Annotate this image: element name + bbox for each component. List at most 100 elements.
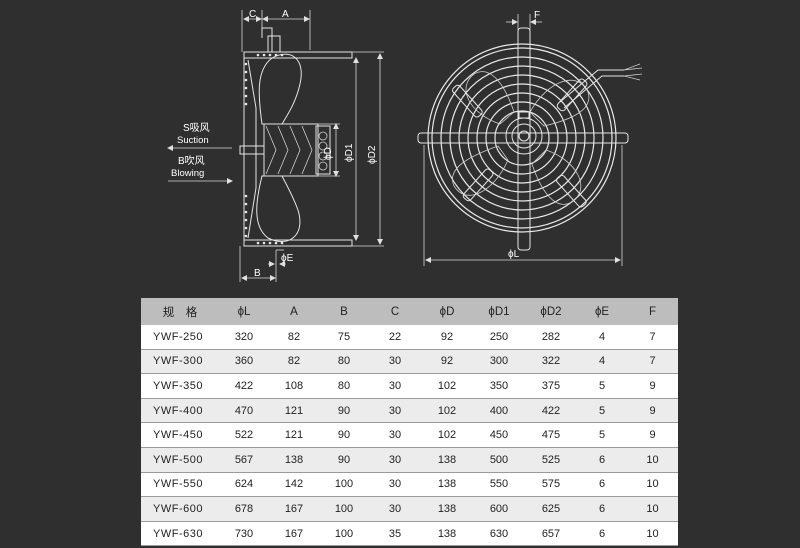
wire-guard <box>427 43 617 233</box>
cell-phi-e: 4 <box>577 349 627 375</box>
cell-b: 80 <box>319 349 369 375</box>
guard-rivets <box>244 53 284 245</box>
cell-phi-d2: 657 <box>525 521 577 547</box>
blowing-en-label: Blowing <box>171 168 204 179</box>
cell-a: 121 <box>269 422 319 448</box>
technical-drawing: C A <box>167 9 643 282</box>
cell-phi-d2: 575 <box>525 472 577 498</box>
cell-c: 30 <box>369 373 421 399</box>
cell-phi-d1: 450 <box>473 422 525 448</box>
blowing-cn-label: B吹风 <box>178 154 205 167</box>
header-phi-e: ϕE <box>577 298 627 325</box>
cell-f: 7 <box>627 325 678 350</box>
cell-phi-d: 102 <box>421 422 473 448</box>
cell-a: 167 <box>269 521 319 547</box>
cell-c: 22 <box>369 325 421 350</box>
cell-phi-e: 5 <box>577 373 627 399</box>
front-blade-3 <box>452 145 509 196</box>
cell-phi-d1: 300 <box>473 349 525 375</box>
cell-phi-d: 138 <box>421 521 473 547</box>
cell-c: 30 <box>369 496 421 522</box>
header-b: B <box>319 298 369 325</box>
header-phi-d1: ϕD1 <box>473 298 525 325</box>
header-phi-d: ϕD <box>421 298 473 325</box>
header-phi-l: ϕL <box>219 298 269 325</box>
cell-phi-l: 522 <box>219 422 269 448</box>
cell-phi-d1: 400 <box>473 398 525 424</box>
cell-phi-l: 320 <box>219 325 269 350</box>
cell-f: 9 <box>627 373 678 399</box>
cell-c: 30 <box>369 422 421 448</box>
cell-f: 9 <box>627 398 678 424</box>
cell-b: 90 <box>319 447 369 473</box>
blade-top <box>258 53 302 125</box>
power-cable <box>559 69 624 109</box>
cell-b: 90 <box>319 398 369 424</box>
dim-phi-l-label: ϕL <box>508 249 520 260</box>
cell-b: 100 <box>319 496 369 522</box>
cell-phi-d2: 475 <box>525 422 577 448</box>
cell-phi-e: 4 <box>577 325 627 350</box>
cell-a: 138 <box>269 447 319 473</box>
cell-phi-e: 5 <box>577 398 627 424</box>
cell-f: 10 <box>627 472 678 498</box>
header-a: A <box>269 298 319 325</box>
cell-f: 9 <box>627 422 678 448</box>
cell-a: 82 <box>269 349 319 375</box>
dim-phi-e-label: ϕE <box>281 253 294 264</box>
cell-phi-d: 138 <box>421 447 473 473</box>
header-phi-d2: ϕD2 <box>525 298 577 325</box>
cell-phi-d2: 282 <box>525 325 577 350</box>
dim-phi-d1-label: ϕD1 <box>344 143 355 162</box>
front-blade-4 <box>465 71 515 125</box>
cell-phi-d2: 625 <box>525 496 577 522</box>
cell-c: 35 <box>369 521 421 547</box>
cell-phi-d1: 250 <box>473 325 525 350</box>
cell-phi-d1: 630 <box>473 521 525 547</box>
cell-b: 75 <box>319 325 369 350</box>
cell-phi-d: 92 <box>421 349 473 375</box>
cell-phi-e: 6 <box>577 521 627 547</box>
blade-bottom <box>256 175 301 242</box>
header-model: 规 格 <box>141 298 219 325</box>
cell-f: 10 <box>627 521 678 547</box>
cell-f: 7 <box>627 349 678 375</box>
cell-a: 108 <box>269 373 319 399</box>
cell-b: 80 <box>319 373 369 399</box>
cell-phi-l: 470 <box>219 398 269 424</box>
header-f: F <box>627 298 678 325</box>
cell-a: 82 <box>269 325 319 350</box>
dim-a-label: A <box>282 9 289 20</box>
cell-model: YWF-550 <box>141 472 219 498</box>
cell-c: 30 <box>369 472 421 498</box>
cell-phi-d2: 322 <box>525 349 577 375</box>
cell-model: YWF-350 <box>141 373 219 399</box>
cell-c: 30 <box>369 398 421 424</box>
cell-model: YWF-250 <box>141 325 219 350</box>
cell-b: 100 <box>319 521 369 547</box>
cell-phi-e: 6 <box>577 496 627 522</box>
cell-phi-l: 567 <box>219 447 269 473</box>
suction-en-label: Suction <box>177 135 209 146</box>
cell-a: 167 <box>269 496 319 522</box>
cell-model: YWF-630 <box>141 521 219 547</box>
cell-phi-d1: 350 <box>473 373 525 399</box>
dim-f-label: F <box>534 10 540 21</box>
cell-phi-e: 5 <box>577 422 627 448</box>
cell-b: 100 <box>319 472 369 498</box>
cell-phi-d1: 500 <box>473 447 525 473</box>
dim-c-label: C <box>249 9 256 20</box>
header-c: C <box>369 298 421 325</box>
cell-phi-d: 92 <box>421 325 473 350</box>
cell-c: 30 <box>369 447 421 473</box>
dim-phi-d-label: ϕD <box>323 147 334 160</box>
